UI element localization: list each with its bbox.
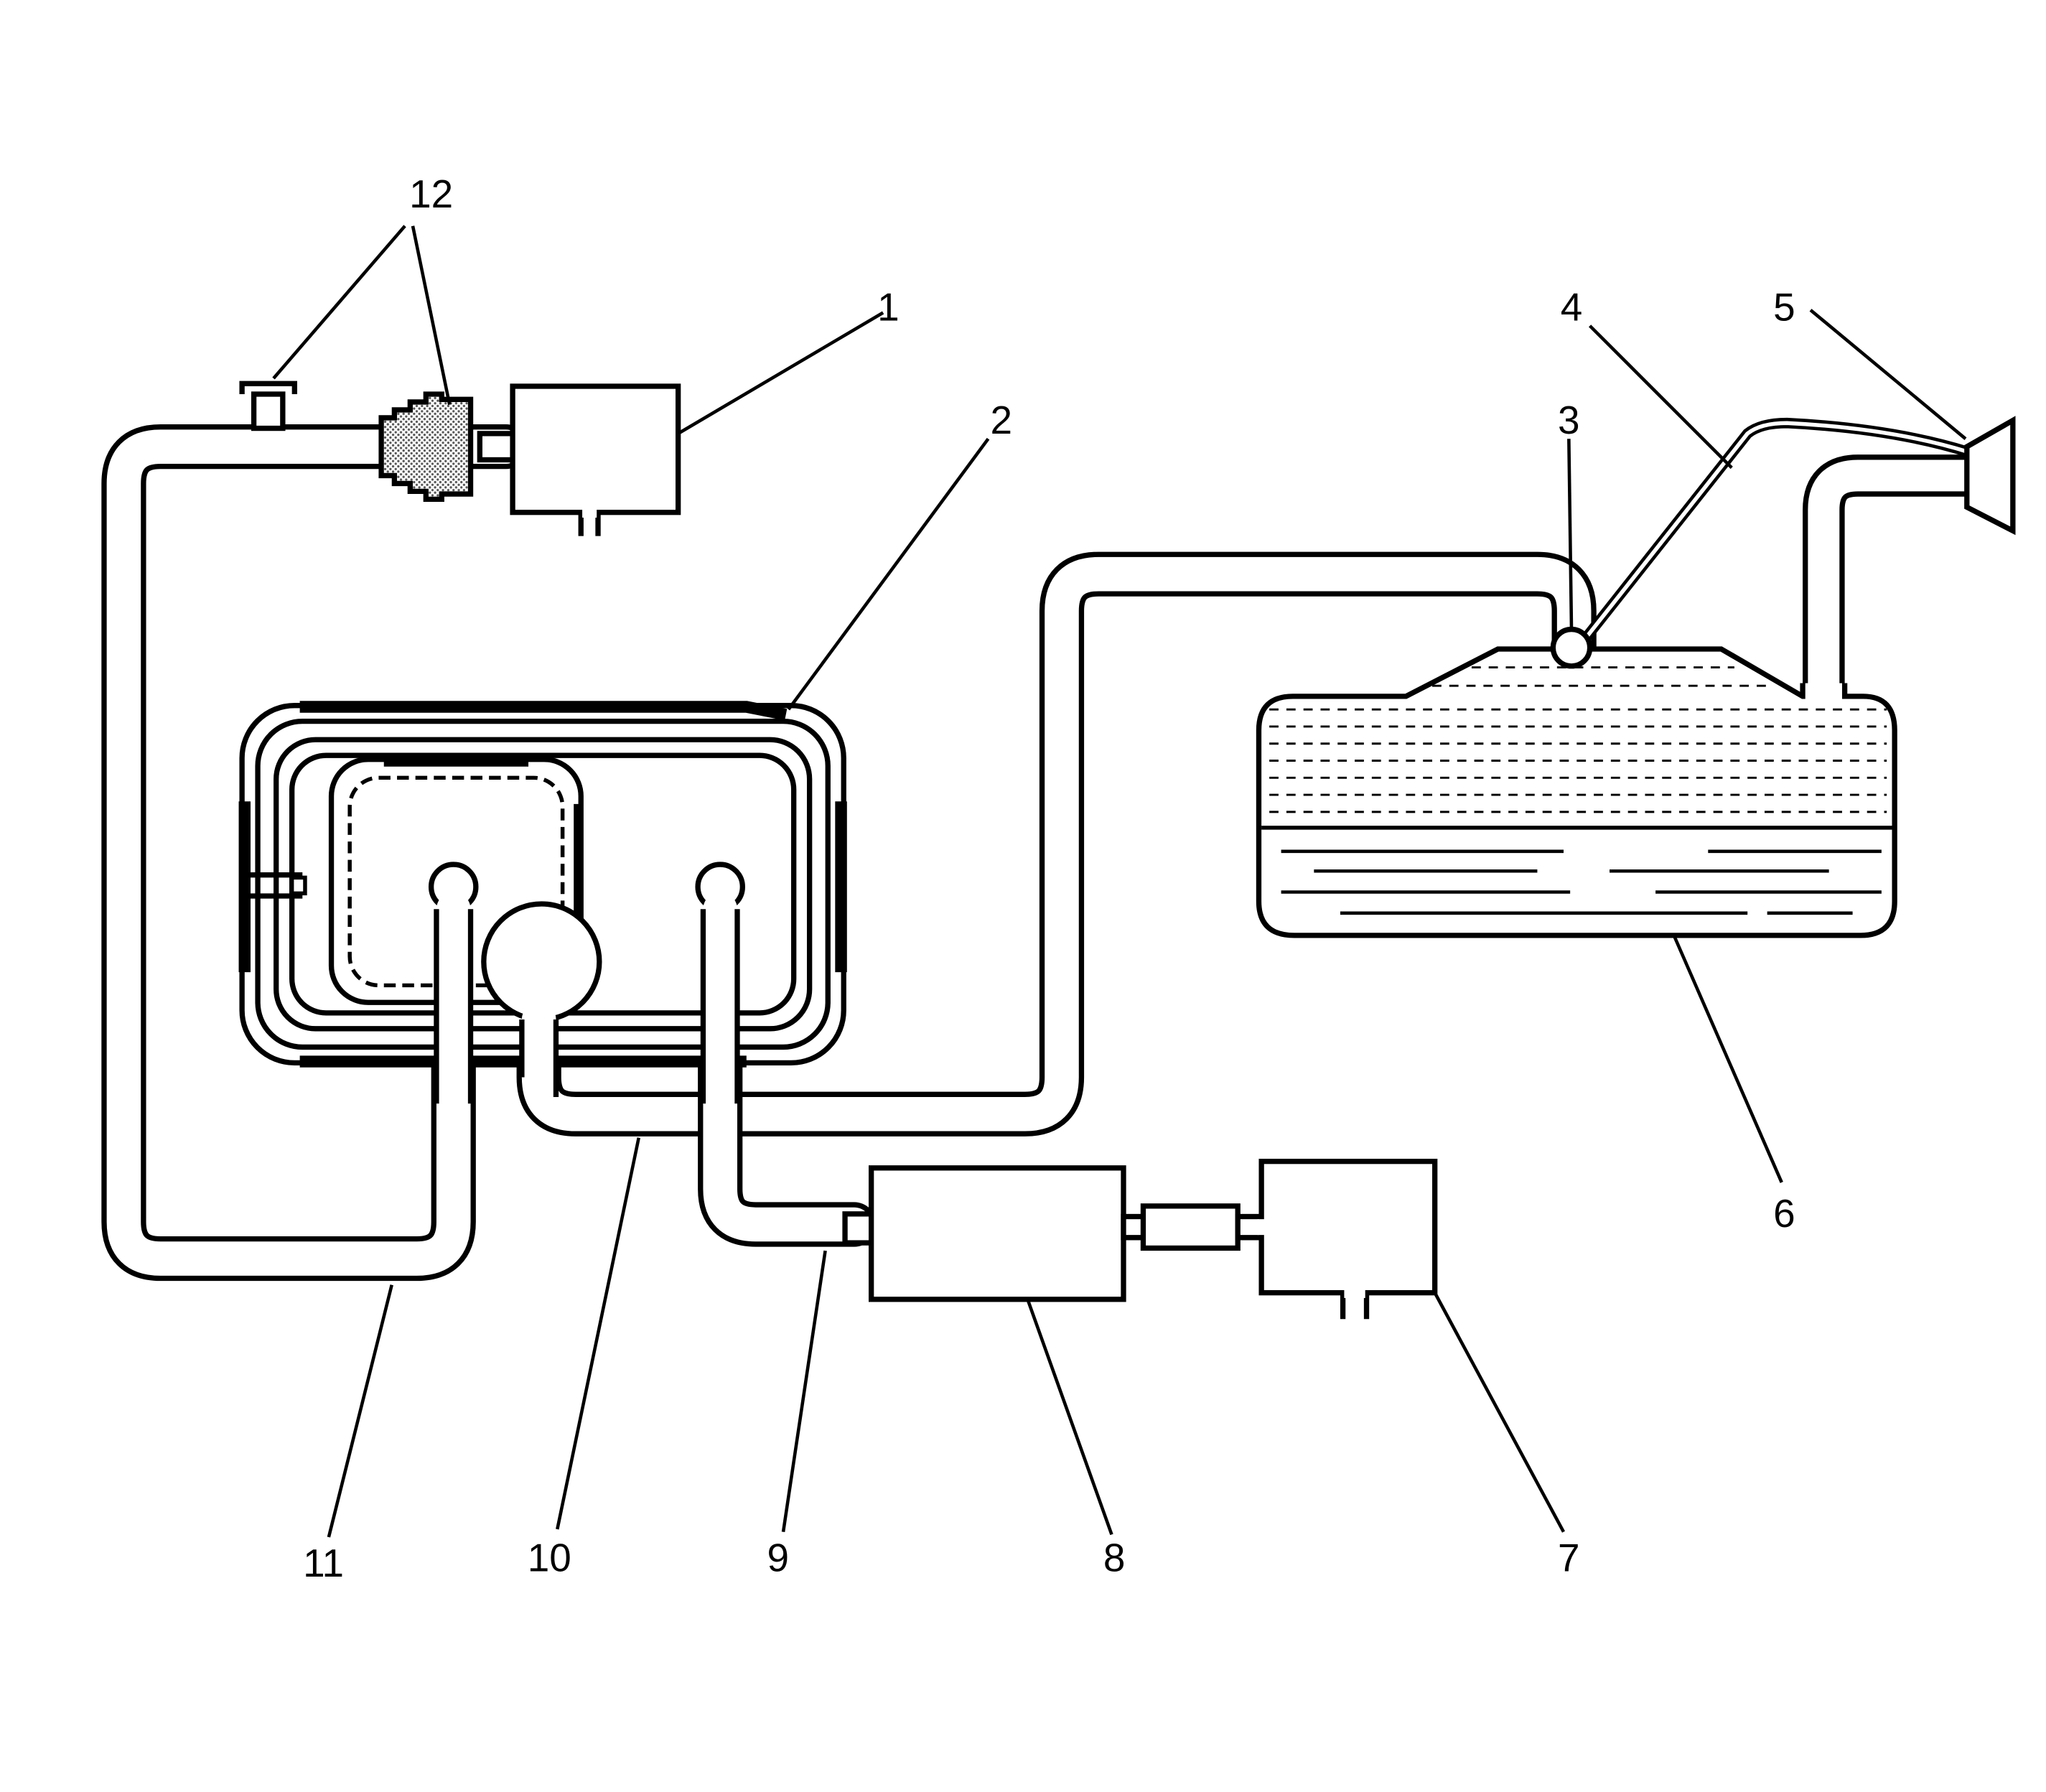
leader-8 xyxy=(1026,1299,1113,1536)
leader-9 xyxy=(781,1250,827,1533)
fuel-vapor-dashes xyxy=(1269,666,1887,813)
leader-lines xyxy=(272,225,1967,1538)
callout-11: 11 xyxy=(303,1541,344,1585)
leader-3 xyxy=(1567,439,1574,628)
callout-8: 8 xyxy=(1103,1536,1126,1580)
leader-7 xyxy=(1433,1292,1566,1533)
leader-4 xyxy=(1588,325,1733,470)
dust-filter xyxy=(378,391,474,503)
callout-4: 4 xyxy=(1561,284,1583,329)
purge-valve xyxy=(842,1165,1267,1302)
fuel-tank xyxy=(1256,646,1897,938)
callout-10: 10 xyxy=(528,1536,571,1580)
leader-5 xyxy=(1809,309,1967,440)
filler-pipe xyxy=(1803,454,1995,718)
callout-12: 12 xyxy=(409,172,453,216)
leader-10 xyxy=(556,1137,640,1530)
evap-canister xyxy=(238,701,847,1068)
vapor-line-hose xyxy=(516,551,1597,1137)
tank-pressure-sensor xyxy=(1550,626,1593,669)
leader-1 xyxy=(677,311,884,435)
callout-7: 7 xyxy=(1558,1536,1580,1580)
leader-11 xyxy=(327,1284,393,1538)
liquid-fuel-lines xyxy=(1281,849,1882,915)
callout-3: 3 xyxy=(1558,398,1580,442)
leader-12b xyxy=(411,225,452,406)
leader-6 xyxy=(1672,934,1783,1183)
callout-6: 6 xyxy=(1773,1191,1795,1236)
leader-2 xyxy=(787,437,990,711)
callout-5: 5 xyxy=(1773,284,1795,329)
callout-1: 1 xyxy=(877,284,900,329)
purge-hose xyxy=(698,864,877,1247)
callout-2: 2 xyxy=(991,398,1013,442)
sensor-harness xyxy=(1579,417,1970,645)
service-port xyxy=(239,381,297,431)
callout-9: 9 xyxy=(767,1536,789,1580)
callout-labels: 1 2 3 4 5 6 7 8 9 10 11 12 xyxy=(303,172,1795,1585)
fresh-air-hose xyxy=(101,424,529,1282)
intake-manifold xyxy=(1257,1158,1438,1320)
vent-valve-box xyxy=(477,383,681,536)
fuel-fill-cap xyxy=(1964,416,2016,536)
leader-12a xyxy=(272,225,406,380)
